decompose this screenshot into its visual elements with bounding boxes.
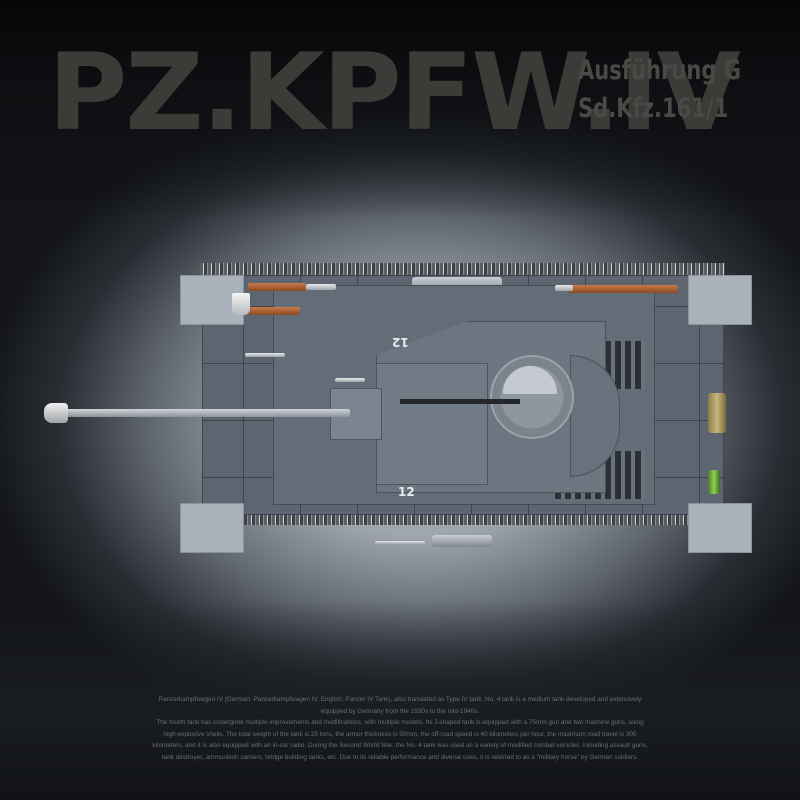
track-top <box>200 263 725 275</box>
top-vignette <box>0 0 800 220</box>
main-gun-barrel <box>50 409 350 417</box>
fender-front-right <box>180 503 244 553</box>
page-title: PZ.KPFW.IV <box>48 31 741 154</box>
description-line: high-explosive shells. The total weight … <box>163 730 637 738</box>
shovel-head <box>306 284 336 290</box>
description-line: equipped by Germany from the 1930s to th… <box>320 707 480 715</box>
hull-hatch-bottom <box>432 535 492 547</box>
fuel-canister-green <box>708 470 720 494</box>
tool-handle-rear <box>568 285 678 293</box>
description: Panzerkampfwagen IV (German: Panzerkampf… <box>120 694 680 764</box>
bottom-vignette <box>0 600 800 800</box>
shovel-handle <box>248 283 306 291</box>
pickaxe-handle <box>248 307 300 315</box>
description-line: tank destroyer, ammunition carriers, bri… <box>161 753 639 761</box>
fuel-canister-gold <box>708 393 726 433</box>
track-bottom <box>200 513 725 525</box>
description-line: kilometers, and it is also equipped with… <box>152 742 648 750</box>
fender-rear-right <box>688 503 752 553</box>
axe-icon <box>232 293 250 315</box>
machine-gun <box>400 399 520 404</box>
wrench-head <box>555 285 573 291</box>
turret-front <box>376 363 488 485</box>
turret-number-front: 12 <box>392 335 409 349</box>
subtitle-designation: Sd.Kfz.161/1 <box>578 93 729 124</box>
subtitle: Ausführung G Sd.Kfz.161/1 <box>578 52 741 128</box>
turret-number-rear: 12 <box>398 485 415 499</box>
tow-cable <box>375 541 425 544</box>
tank-model-top-view: 12 12 <box>44 263 752 553</box>
description-line: The fourth tank has undergone multiple i… <box>156 719 644 727</box>
description-line: Panzerkampfwagen IV (German: Panzerkampf… <box>158 696 642 703</box>
fender-rear-left <box>688 275 752 325</box>
jack-handle <box>335 378 365 382</box>
subtitle-variant: Ausführung G <box>578 55 742 86</box>
crowbar <box>245 353 285 357</box>
muzzle-brake <box>44 403 68 423</box>
